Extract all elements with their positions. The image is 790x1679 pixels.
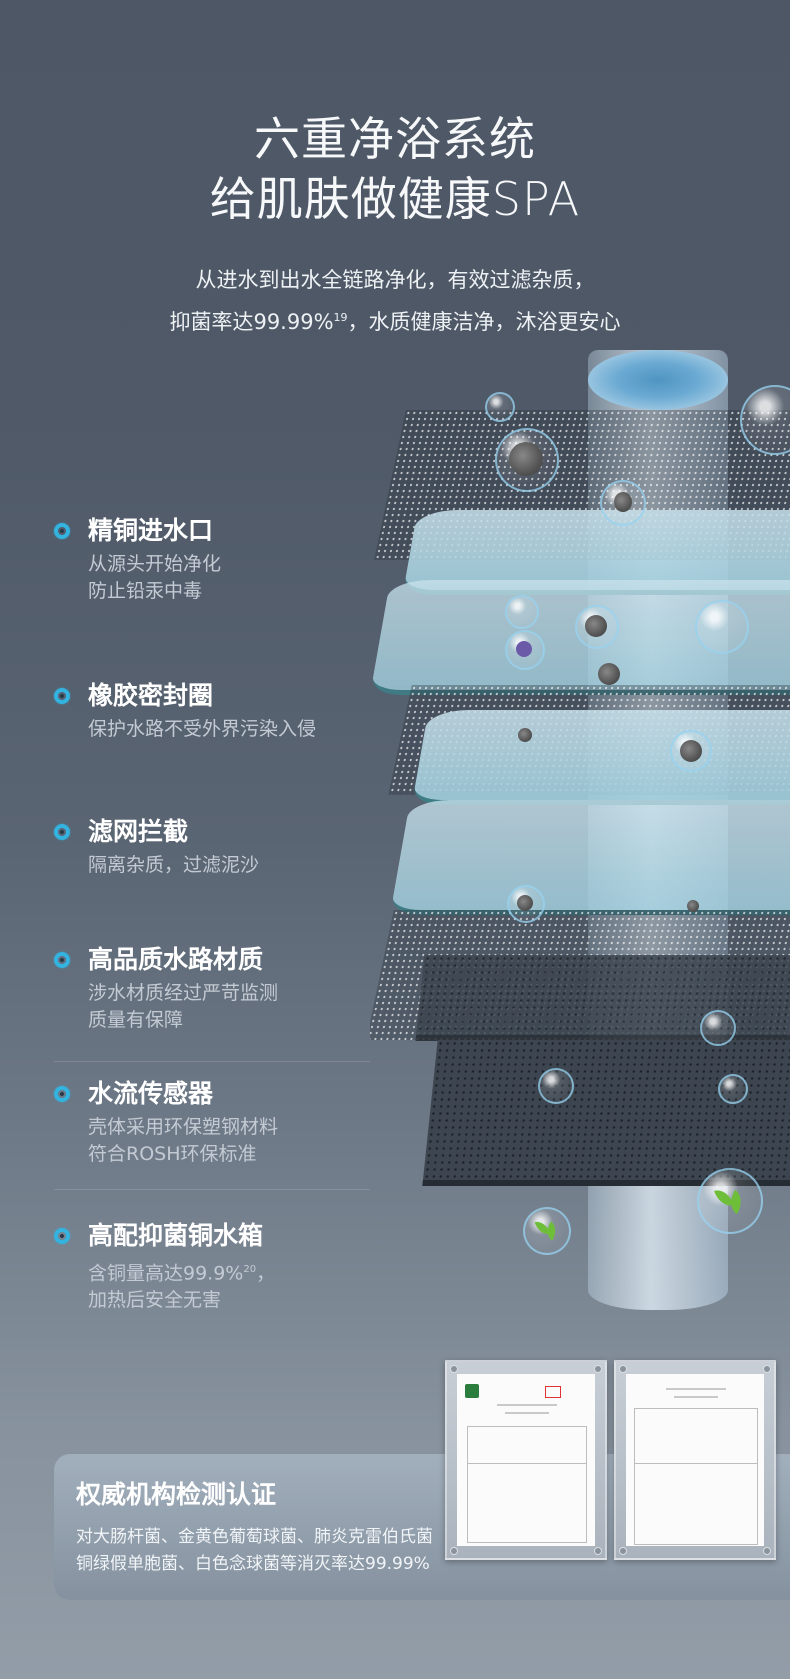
filter-layers-illustration [370, 330, 790, 1330]
feature-title: 水流传感器 [88, 1079, 214, 1108]
subtitle-antibacterial-rate: 抑菌率达99.99% [169, 310, 334, 334]
feature-desc-line: 壳体采用环保塑钢材料 [88, 1116, 279, 1138]
report-body [634, 1462, 758, 1545]
feature-desc-line: 涉水材质经过严苛监测 [88, 982, 279, 1004]
certification-desc-line: 铜绿假单胞菌、白色念球菌等消灭率达99.99% [76, 1554, 430, 1574]
divider [54, 1189, 370, 1190]
test-report-certificate-2 [614, 1360, 776, 1560]
report-subheading [505, 1412, 549, 1414]
feature-desc-line: 保护水路不受外界污染入侵 [88, 718, 317, 740]
bubble-icon [670, 730, 712, 772]
feature-title: 精铜进水口 [88, 516, 214, 545]
leaf-bubble-icon [697, 1168, 763, 1234]
filter-layer-waterway [389, 800, 790, 915]
subtitle-tail: ，水质健康洁净，沐浴更安心 [347, 310, 621, 334]
screw-icon [619, 1547, 627, 1555]
subtitle-line-1: 从进水到出水全链路净化，有效过滤杂质， [195, 268, 595, 292]
feature-desc-line: 含铜量高达99.9%20， [88, 1256, 374, 1287]
filter-layer-strainer [411, 710, 790, 805]
screw-icon [450, 1365, 458, 1373]
bubble-icon [507, 885, 545, 923]
feature-desc-line: 隔离杂质，过滤泥沙 [88, 854, 260, 876]
feature-description: 保护水路不受外界污染入侵 [88, 716, 374, 743]
impurity-particle [687, 900, 699, 912]
feature-title: 高品质水路材质 [88, 945, 264, 974]
accreditation-mark-icon [545, 1386, 561, 1398]
report-table [634, 1408, 758, 1464]
footnote-marker: 20 [243, 1264, 257, 1275]
report-table [467, 1426, 587, 1464]
report-paper [457, 1374, 595, 1546]
bubble-icon [718, 1074, 748, 1104]
lab-logo-icon [465, 1384, 479, 1398]
virus-bubble-icon [740, 385, 790, 455]
feature-flow-sensor: 水流传感器 壳体采用环保塑钢材料 符合ROSH环保标准 [54, 1078, 374, 1168]
bubble-icon [505, 595, 539, 629]
screw-icon [594, 1547, 602, 1555]
feature-desc-line: 符合ROSH环保标准 [88, 1143, 257, 1165]
headline-line-2: 给肌肤做健康SPA [209, 172, 581, 226]
feature-filter-screen: 滤网拦截 隔离杂质，过滤泥沙 [54, 816, 374, 879]
feature-desc-line: 质量有保障 [88, 1009, 184, 1031]
feature-desc-line: 防止铅汞中毒 [88, 580, 203, 602]
screw-icon [450, 1547, 458, 1555]
screw-icon [763, 1365, 771, 1373]
certification-title: 权威机构检测认证 [76, 1480, 277, 1509]
footnote-marker: 19 [333, 311, 348, 324]
report-body [467, 1462, 587, 1543]
screw-icon [619, 1365, 627, 1373]
ring-bullet-icon [54, 824, 70, 840]
ring-bullet-icon [54, 688, 70, 704]
feature-description: 含铜量高达99.9%20， 加热后安全无害 [88, 1256, 374, 1314]
divider [54, 1061, 370, 1062]
headline-line-1: 六重净浴系统 [254, 112, 536, 166]
ring-bullet-icon [54, 523, 70, 539]
screw-icon [594, 1365, 602, 1373]
bubble-icon [538, 1068, 574, 1104]
leaf-bubble-icon [523, 1207, 571, 1255]
feature-waterway-material: 高品质水路材质 涉水材质经过严苛监测 质量有保障 [54, 944, 374, 1034]
bubble-icon [485, 392, 515, 422]
certification-desc-line: 对大肠杆菌、金黄色葡萄球菌、肺炎克雷伯氏菌 [76, 1527, 433, 1547]
test-report-certificate-1 [445, 1360, 607, 1560]
feature-desc-line: 从源头开始净化 [88, 553, 222, 575]
feature-title: 滤网拦截 [88, 817, 189, 846]
report-heading [497, 1404, 557, 1406]
bubble-icon [600, 480, 646, 526]
feature-copper-tank: 高配抑菌铜水箱 含铜量高达99.9%20， 加热后安全无害 [54, 1220, 374, 1314]
impurity-particle [518, 728, 532, 742]
feature-rubber-seal: 橡胶密封圈 保护水路不受外界污染入侵 [54, 680, 374, 743]
bubble-icon [700, 1010, 736, 1046]
report-heading [666, 1388, 726, 1390]
feature-copper-inlet: 精铜进水口 从源头开始净化 防止铅汞中毒 [54, 515, 374, 605]
certification-description: 对大肠杆菌、金黄色葡萄球菌、肺炎克雷伯氏菌 铜绿假单胞菌、白色念球菌等消灭率达9… [76, 1524, 433, 1578]
ring-bullet-icon [54, 1228, 70, 1244]
bacteria-bubble-icon [695, 600, 749, 654]
screw-icon [763, 1547, 771, 1555]
report-subheading [674, 1396, 718, 1398]
bubble-icon [495, 428, 559, 492]
ring-bullet-icon [54, 1086, 70, 1102]
feature-description: 隔离杂质，过滤泥沙 [88, 852, 374, 879]
ring-bullet-icon [54, 952, 70, 968]
feature-description: 壳体采用环保塑钢材料 符合ROSH环保标准 [88, 1114, 374, 1168]
feature-description: 从源头开始净化 防止铅汞中毒 [88, 551, 374, 605]
feature-title: 高配抑菌铜水箱 [88, 1221, 264, 1250]
subtitle-line-2: 抑菌率达99.99%19，水质健康洁净，沐浴更安心 [0, 300, 790, 340]
feature-description: 涉水材质经过严苛监测 质量有保障 [88, 980, 374, 1034]
germ-bubble-icon [505, 630, 545, 670]
water-column-top [588, 350, 728, 410]
bubble-icon [575, 605, 619, 649]
punctuation: ， [256, 1262, 276, 1285]
report-paper [626, 1374, 764, 1546]
copper-content: 含铜量高达99.9% [88, 1262, 244, 1285]
impurity-particle [598, 663, 620, 685]
feature-title: 橡胶密封圈 [88, 681, 214, 710]
feature-desc-line: 加热后安全无害 [88, 1289, 222, 1312]
filter-layer-tank [422, 1040, 790, 1186]
